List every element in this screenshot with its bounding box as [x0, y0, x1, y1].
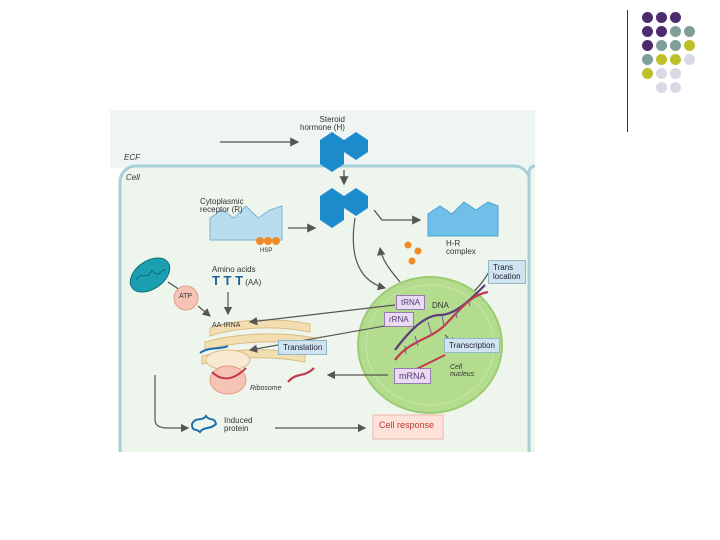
amino-acids-label: Amino acids T T T (AA) — [212, 265, 262, 289]
decorative-dot — [656, 12, 667, 23]
rrna-export-arrow — [248, 324, 391, 353]
decorative-dot — [642, 12, 653, 23]
translocation-box: Trans location — [488, 260, 526, 284]
cell-label: Cell — [126, 173, 140, 182]
translocation-line1: Trans — [493, 263, 514, 272]
mrna-box: mRNA — [394, 368, 431, 384]
aa-symbol: T T T — [212, 273, 244, 289]
decorative-dot — [684, 54, 695, 65]
decorative-dot — [670, 54, 681, 65]
decorative-dot — [656, 40, 667, 51]
decorative-dot — [642, 40, 653, 51]
released-hsp-2 — [414, 247, 422, 255]
rrna-box: rRNA — [384, 312, 414, 327]
divider-line — [627, 10, 628, 132]
mrna-on-ribosome — [211, 367, 247, 380]
induced-protein-line1: Induced — [224, 416, 253, 425]
translation-box: Translation — [278, 340, 328, 355]
hr-complex-label: H-R complex — [446, 239, 476, 257]
hsp-dot-1 — [256, 237, 264, 245]
ribosome-large-subunit — [209, 365, 247, 395]
amino-acids-label-line2: (AA) — [245, 278, 262, 288]
hr-complex-label-line2: complex — [446, 247, 476, 257]
decorative-dot — [670, 12, 681, 23]
hsp-label: HSP — [260, 248, 273, 254]
cell-response-label: Cell response — [379, 420, 435, 430]
hormone-label-line2: hormone (H) — [300, 123, 345, 133]
atp-label: ATP — [179, 293, 193, 300]
induced-protein-line2: protein — [224, 424, 249, 434]
trna-export-arrow — [248, 304, 396, 326]
decorative-dot — [642, 26, 653, 37]
receptor-label-line1: Cytoplasmic — [200, 197, 244, 206]
released-hsp-1 — [404, 241, 412, 249]
dna-label: DNA — [432, 301, 449, 310]
decorative-dot — [670, 68, 681, 79]
mitochondrion-shape — [129, 257, 171, 293]
steroid-hormone-shape — [320, 132, 368, 172]
cell-nucleus-line2: nucleus — [450, 371, 475, 379]
steroid-hormone-action-diagram: Steroid hormone (H) ECF Cell Cytoplasmic… — [110, 110, 543, 468]
hr-complex-shape — [427, 201, 499, 237]
hormone-inside-cell — [320, 188, 368, 228]
protein-output-arrow — [154, 375, 190, 433]
decorative-dot — [642, 54, 653, 65]
released-hsp-3 — [408, 257, 416, 265]
cytoplasmic-receptor-shape — [209, 205, 283, 241]
ribosome-label: Ribosome — [250, 385, 282, 392]
decorative-dot — [656, 68, 667, 79]
decorative-dot — [656, 82, 667, 93]
amino-acids-label-line1: Amino acids — [212, 265, 256, 274]
hormone-label-line1: Steroid — [319, 115, 345, 124]
receptor-label-line2: receptor (R) — [200, 205, 243, 215]
induced-protein-shape — [190, 414, 218, 434]
diagram-artwork — [110, 110, 543, 468]
recycle-arrow — [377, 246, 401, 283]
decorative-dot — [656, 54, 667, 65]
decorative-dot — [670, 26, 681, 37]
cell-nucleus-label: Cell nucleus — [450, 364, 474, 379]
atp-arrow — [197, 305, 211, 317]
mitochondrion-cristae — [135, 268, 167, 281]
induced-protein-label: Induced protein — [224, 416, 253, 434]
receptor-label: Cytoplasmic receptor (R) — [200, 197, 244, 215]
hsp-dot-2 — [264, 237, 272, 245]
hr-complex-label-line1: H-R — [446, 239, 461, 248]
atp-circle — [173, 285, 199, 311]
hsp-dot-3 — [272, 237, 280, 245]
decorative-dot — [670, 40, 681, 51]
decorative-dot — [684, 40, 695, 51]
cell-response-box — [372, 414, 444, 440]
decorative-dot — [684, 26, 695, 37]
hormone-to-nucleus-arrow — [352, 217, 387, 291]
decorative-dot — [656, 26, 667, 37]
dna-rungs — [404, 299, 471, 355]
adjacent-cell — [527, 164, 543, 468]
decorative-dot — [670, 82, 681, 93]
dna-strand-2 — [394, 290, 489, 361]
hormone-label: Steroid hormone (H) — [300, 115, 345, 133]
translocation-line2: location — [493, 272, 521, 281]
cell-nucleus-line1: Cell — [450, 364, 463, 371]
trna-box: tRNA — [396, 295, 426, 310]
trna-on-ribosome — [199, 345, 229, 354]
free-mrna-strand — [287, 367, 315, 383]
ecf-label: ECF — [124, 153, 140, 162]
aa-trna-label: AA-tRNA — [212, 322, 241, 329]
transcription-box: Transcription — [444, 338, 500, 353]
binding-arrow — [373, 209, 422, 225]
decorative-dot — [642, 68, 653, 79]
